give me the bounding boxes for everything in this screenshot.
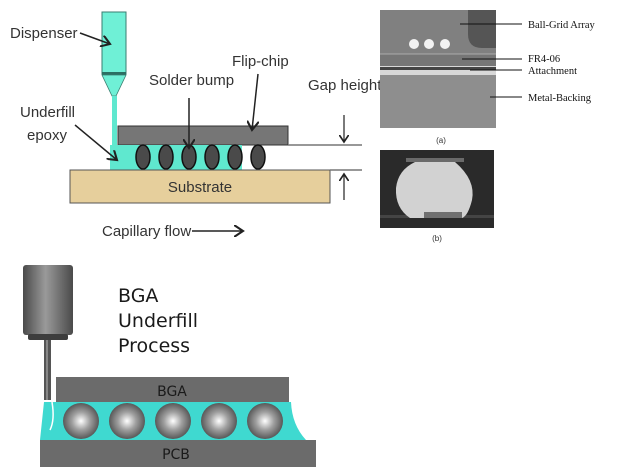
metal-backing-label: Metal-Backing (528, 93, 592, 104)
solder-ball (247, 403, 283, 439)
capillary-flow-label: Capillary flow (102, 223, 191, 240)
attachment-layer (380, 66, 496, 75)
solder-bumps (135, 144, 266, 170)
bga-label: Ball-Grid Array (528, 20, 596, 31)
metal-backing-layer (380, 75, 496, 128)
bga-ball (409, 39, 419, 49)
solder-balls (63, 403, 283, 439)
substrate (69, 169, 331, 204)
flip-chip (117, 125, 289, 146)
bga-dark-corner (468, 10, 496, 48)
solder-bump (158, 144, 174, 170)
pcb-label: PCB (162, 447, 190, 463)
solder-ball (155, 403, 191, 439)
fr4-layer (380, 54, 496, 66)
flip-chip-label: Flip-chip (232, 53, 289, 70)
bga-ball (440, 39, 450, 49)
solder-bump (227, 144, 243, 170)
title-line-2: Underfill (118, 310, 198, 332)
caption-b: (b) (432, 234, 442, 243)
needle-highlight (46, 340, 48, 400)
attachment-label: Attachment (528, 66, 577, 77)
dispenser-band (102, 72, 126, 75)
bottom-pad (424, 212, 462, 218)
flow-highlight (49, 401, 54, 431)
solder-bump (135, 144, 151, 170)
gap-height-label: Gap height (308, 77, 382, 94)
underfill-arrow-icon (74, 124, 117, 160)
micrograph-b: (b) (380, 150, 494, 243)
solder-bump (204, 144, 220, 170)
solder-bump (181, 144, 197, 170)
fr4-label: FR4-06 (528, 54, 560, 65)
solder-bump-label: Solder bump (149, 72, 234, 89)
solder-joint (395, 162, 473, 218)
solder-ball (109, 403, 145, 439)
top-pad (406, 158, 464, 162)
bga-package-label: BGA (157, 384, 187, 400)
dispenser-arrow-icon (79, 32, 110, 44)
dispenser-cylinder (23, 265, 73, 335)
underfill-label-line2: epoxy (27, 127, 68, 144)
epoxy-stream (112, 96, 117, 170)
solder-ball (63, 403, 99, 439)
bga-ball (424, 39, 434, 49)
caption-a: (a) (436, 136, 446, 145)
bga-package (56, 377, 289, 402)
flip-chip-arrow-icon (252, 73, 258, 130)
title-line-1: BGA (118, 285, 158, 307)
dispenser-collar (28, 334, 68, 340)
dispenser-nozzle (101, 74, 127, 97)
underfill-epoxy (110, 145, 242, 170)
solder-ball (201, 403, 237, 439)
bga-underfill-diagram: BGA Underfill Process BGA PCB (23, 265, 316, 467)
substrate-label: Substrate (168, 179, 232, 196)
pcb-board (40, 440, 316, 467)
capillary-underfill-diagram: Substrate Dispenser Solder bump Flip-chi… (10, 11, 382, 240)
attachment-dark (380, 67, 496, 70)
title-line-3: Process (118, 335, 190, 357)
micrograph-a: Ball-Grid Array FR4-06 Attachment Metal-… (380, 10, 596, 145)
underfill-label-line1: Underfill (20, 104, 75, 121)
dispenser-label: Dispenser (10, 25, 78, 42)
solder-bump (250, 144, 266, 170)
